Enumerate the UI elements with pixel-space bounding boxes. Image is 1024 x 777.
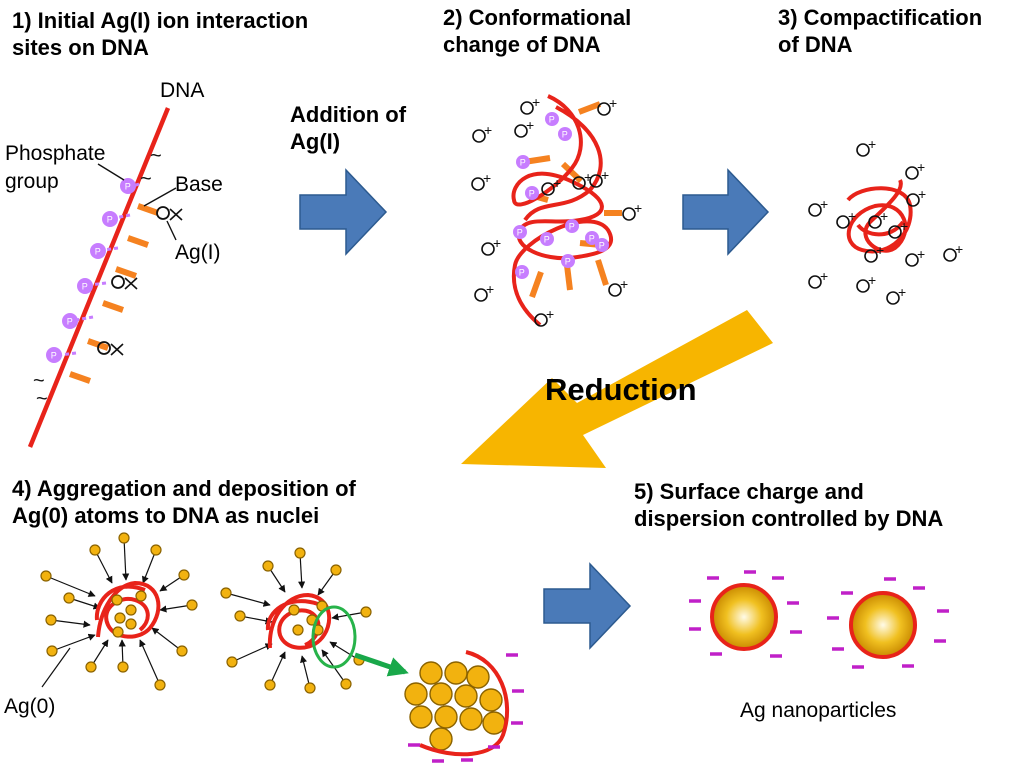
phosphate-group-label: Phosphate group bbox=[5, 140, 105, 196]
phosphate-symbol: P bbox=[569, 222, 575, 232]
phosphate-symbol: P bbox=[529, 189, 535, 199]
reduction-arrow bbox=[461, 310, 773, 468]
step-2-title: 2) Conformational change of DNA bbox=[443, 4, 631, 58]
ag-zero-label: Ag(0) bbox=[4, 695, 56, 718]
phosphate-symbol: P bbox=[517, 228, 523, 238]
ion-charge-plus: + bbox=[484, 122, 492, 138]
ion-charge-plus: + bbox=[546, 306, 554, 322]
phosphate-label-line1: Phosphate bbox=[5, 142, 106, 165]
ion-charge-plus: + bbox=[601, 167, 609, 183]
ion-charge-plus: + bbox=[634, 200, 642, 216]
ion-charge-plus: + bbox=[532, 94, 540, 110]
ion-charge-plus: + bbox=[584, 169, 592, 185]
phosphate-symbol: P bbox=[519, 268, 525, 278]
nanoparticle bbox=[849, 591, 917, 659]
phosphate-symbol: P bbox=[67, 317, 73, 327]
phosphate-symbol: P bbox=[589, 234, 595, 244]
transfer-arrow bbox=[354, 652, 409, 677]
ion-charge-plus: + bbox=[526, 117, 534, 133]
ion-charge-plus: + bbox=[918, 186, 926, 202]
svg-text:~: ~ bbox=[36, 388, 48, 410]
panel-3-compact-dna bbox=[808, 143, 957, 305]
phosphate-symbol: P bbox=[107, 215, 113, 225]
step-4-title-line2: Ag(0) atoms to DNA as nuclei bbox=[12, 503, 320, 528]
addition-label-line2: Ag(I) bbox=[290, 129, 341, 154]
step-1-title-line2: sites on DNA bbox=[12, 35, 149, 60]
nucleus-closeup bbox=[404, 650, 524, 763]
svg-text:~: ~ bbox=[140, 168, 152, 190]
nanoparticles-label: Ag nanoparticles bbox=[740, 699, 897, 722]
panel-1-dna-strand: ~ ~ ~ ~ bbox=[27, 107, 183, 448]
nanoparticle bbox=[710, 583, 778, 651]
ion-charge-plus: + bbox=[553, 175, 561, 191]
ag-ion-group bbox=[97, 206, 170, 355]
ion-charge-plus: + bbox=[868, 272, 876, 288]
ion-charge-plus: + bbox=[493, 235, 501, 251]
ion-charge-plus: + bbox=[880, 208, 888, 224]
svg-text:~: ~ bbox=[33, 370, 45, 392]
ion-charge-plus: + bbox=[898, 284, 906, 300]
tilde-break: ~ bbox=[150, 145, 162, 167]
step-2-title-line1: 2) Conformational bbox=[443, 5, 632, 30]
process-arrow-1 bbox=[299, 168, 388, 256]
dna-label: DNA bbox=[160, 79, 205, 102]
panel-4-aggregation-right bbox=[220, 547, 409, 694]
step-5-title-line1: 5) Surface charge and bbox=[634, 479, 864, 504]
step-1-title-line1: 1) Initial Ag(I) ion interaction bbox=[12, 8, 309, 33]
panel-4-aggregation-left bbox=[40, 532, 198, 691]
phosphate-symbol: P bbox=[82, 282, 88, 292]
ion-charge-plus: + bbox=[868, 136, 876, 152]
process-arrow-3 bbox=[543, 562, 632, 650]
phosphate-symbol: P bbox=[565, 257, 571, 267]
step-3-title: 3) Compactification of DNA bbox=[778, 4, 982, 58]
ion-charge-plus: + bbox=[483, 170, 491, 186]
highlight-ring bbox=[311, 605, 357, 669]
step-5-title-line2: dispersion controlled by DNA bbox=[634, 506, 944, 531]
ion-charge-plus: + bbox=[917, 246, 925, 262]
ion-charge-plus: + bbox=[620, 276, 628, 292]
surface-charge-group bbox=[408, 653, 524, 763]
step-4-title-line1: 4) Aggregation and deposition of bbox=[12, 476, 356, 501]
step-2-title-line2: change of DNA bbox=[443, 32, 601, 57]
base-label: Base bbox=[175, 173, 223, 196]
phosphate-symbol: P bbox=[125, 182, 131, 192]
ion-charge-plus: + bbox=[900, 218, 908, 234]
phosphate-symbol: P bbox=[562, 130, 568, 140]
addition-label: Addition of Ag(I) bbox=[290, 101, 406, 155]
step-3-title-line2: of DNA bbox=[778, 32, 853, 57]
phosphate-symbol: P bbox=[520, 158, 526, 168]
panel-5-nanoparticles bbox=[689, 570, 949, 669]
step-3-title-line1: 3) Compactification bbox=[778, 5, 983, 30]
ion-charge-plus: + bbox=[876, 242, 884, 258]
ion-charge-plus: + bbox=[609, 95, 617, 111]
step-5-title: 5) Surface charge and dispersion control… bbox=[634, 478, 943, 532]
base-group bbox=[69, 203, 159, 384]
phosphate-group bbox=[46, 178, 136, 363]
ion-charge-plus: + bbox=[486, 281, 494, 297]
ion-charge-plus: + bbox=[820, 268, 828, 284]
ion-charge-plus: + bbox=[955, 241, 963, 257]
phosphate-symbol: P bbox=[599, 241, 605, 251]
ion-charge-plus: + bbox=[820, 196, 828, 212]
phosphate-symbol: P bbox=[544, 235, 550, 245]
phosphate-symbol: P bbox=[549, 115, 555, 125]
panel-2-helix bbox=[471, 94, 636, 327]
step-4-title: 4) Aggregation and deposition of Ag(0) a… bbox=[12, 475, 356, 529]
reduction-label: Reduction bbox=[545, 372, 697, 407]
phosphate-label-line2: group bbox=[5, 170, 59, 193]
phosphate-symbol: P bbox=[95, 247, 101, 257]
process-arrow-2 bbox=[682, 168, 770, 256]
ion-charge-plus: + bbox=[848, 208, 856, 224]
ag-ion-label: Ag(I) bbox=[175, 241, 221, 264]
ion-charge-plus: + bbox=[917, 159, 925, 175]
addition-label-line1: Addition of bbox=[290, 102, 407, 127]
step-1-title: 1) Initial Ag(I) ion interaction sites o… bbox=[12, 7, 308, 61]
phosphate-symbol: P bbox=[51, 351, 57, 361]
